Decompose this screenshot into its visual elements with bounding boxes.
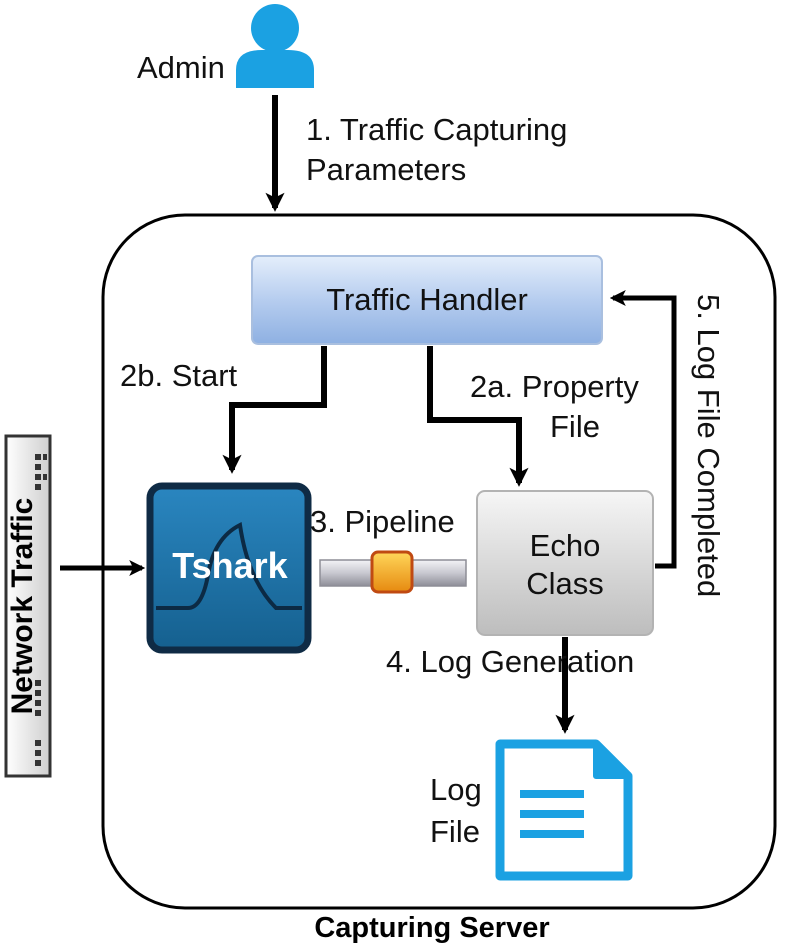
- step1-label-line2: Parameters: [306, 152, 466, 187]
- step5-label: 5. Log File Completed: [691, 294, 726, 597]
- step3-label: 3. Pipeline: [310, 504, 455, 539]
- log-file-document-icon: [495, 739, 633, 881]
- admin-user-icon: [236, 4, 314, 88]
- arrow-step5: [609, 289, 677, 569]
- arrow-step2b: [222, 346, 327, 474]
- step1-label-line1: 1. Traffic Capturing: [306, 112, 567, 147]
- arrow-step2a: [427, 346, 529, 487]
- shark-fin-icon: [156, 521, 302, 610]
- admin-label: Admin: [137, 50, 225, 85]
- log-file-label-line1: Log: [430, 772, 482, 807]
- traffic-handler-label: Traffic Handler: [326, 282, 528, 317]
- traffic-handler-box: [251, 255, 603, 345]
- echo-class-label-line2: Class: [526, 566, 604, 601]
- echo-class-box: [476, 490, 654, 636]
- echo-class-label-line1: Echo: [530, 528, 601, 563]
- capturing-server-boundary: [101, 213, 777, 910]
- log-file-label-line2: File: [430, 814, 480, 849]
- capturing-server-label: Capturing Server: [314, 912, 549, 944]
- tshark-label: Tshark: [172, 545, 288, 586]
- step2b-label: 2b. Start: [120, 358, 238, 393]
- pipeline-valve-icon: [370, 550, 414, 594]
- step2a-label-line1: 2a. Property: [470, 369, 639, 404]
- network-traffic-device: [4, 434, 52, 778]
- tshark-box: [146, 482, 312, 654]
- pipeline-icon: [319, 550, 467, 594]
- step4-label: 4. Log Generation: [386, 644, 634, 679]
- network-traffic-label: Network Traffic: [6, 498, 39, 715]
- step2a-label-line2: File: [550, 409, 600, 444]
